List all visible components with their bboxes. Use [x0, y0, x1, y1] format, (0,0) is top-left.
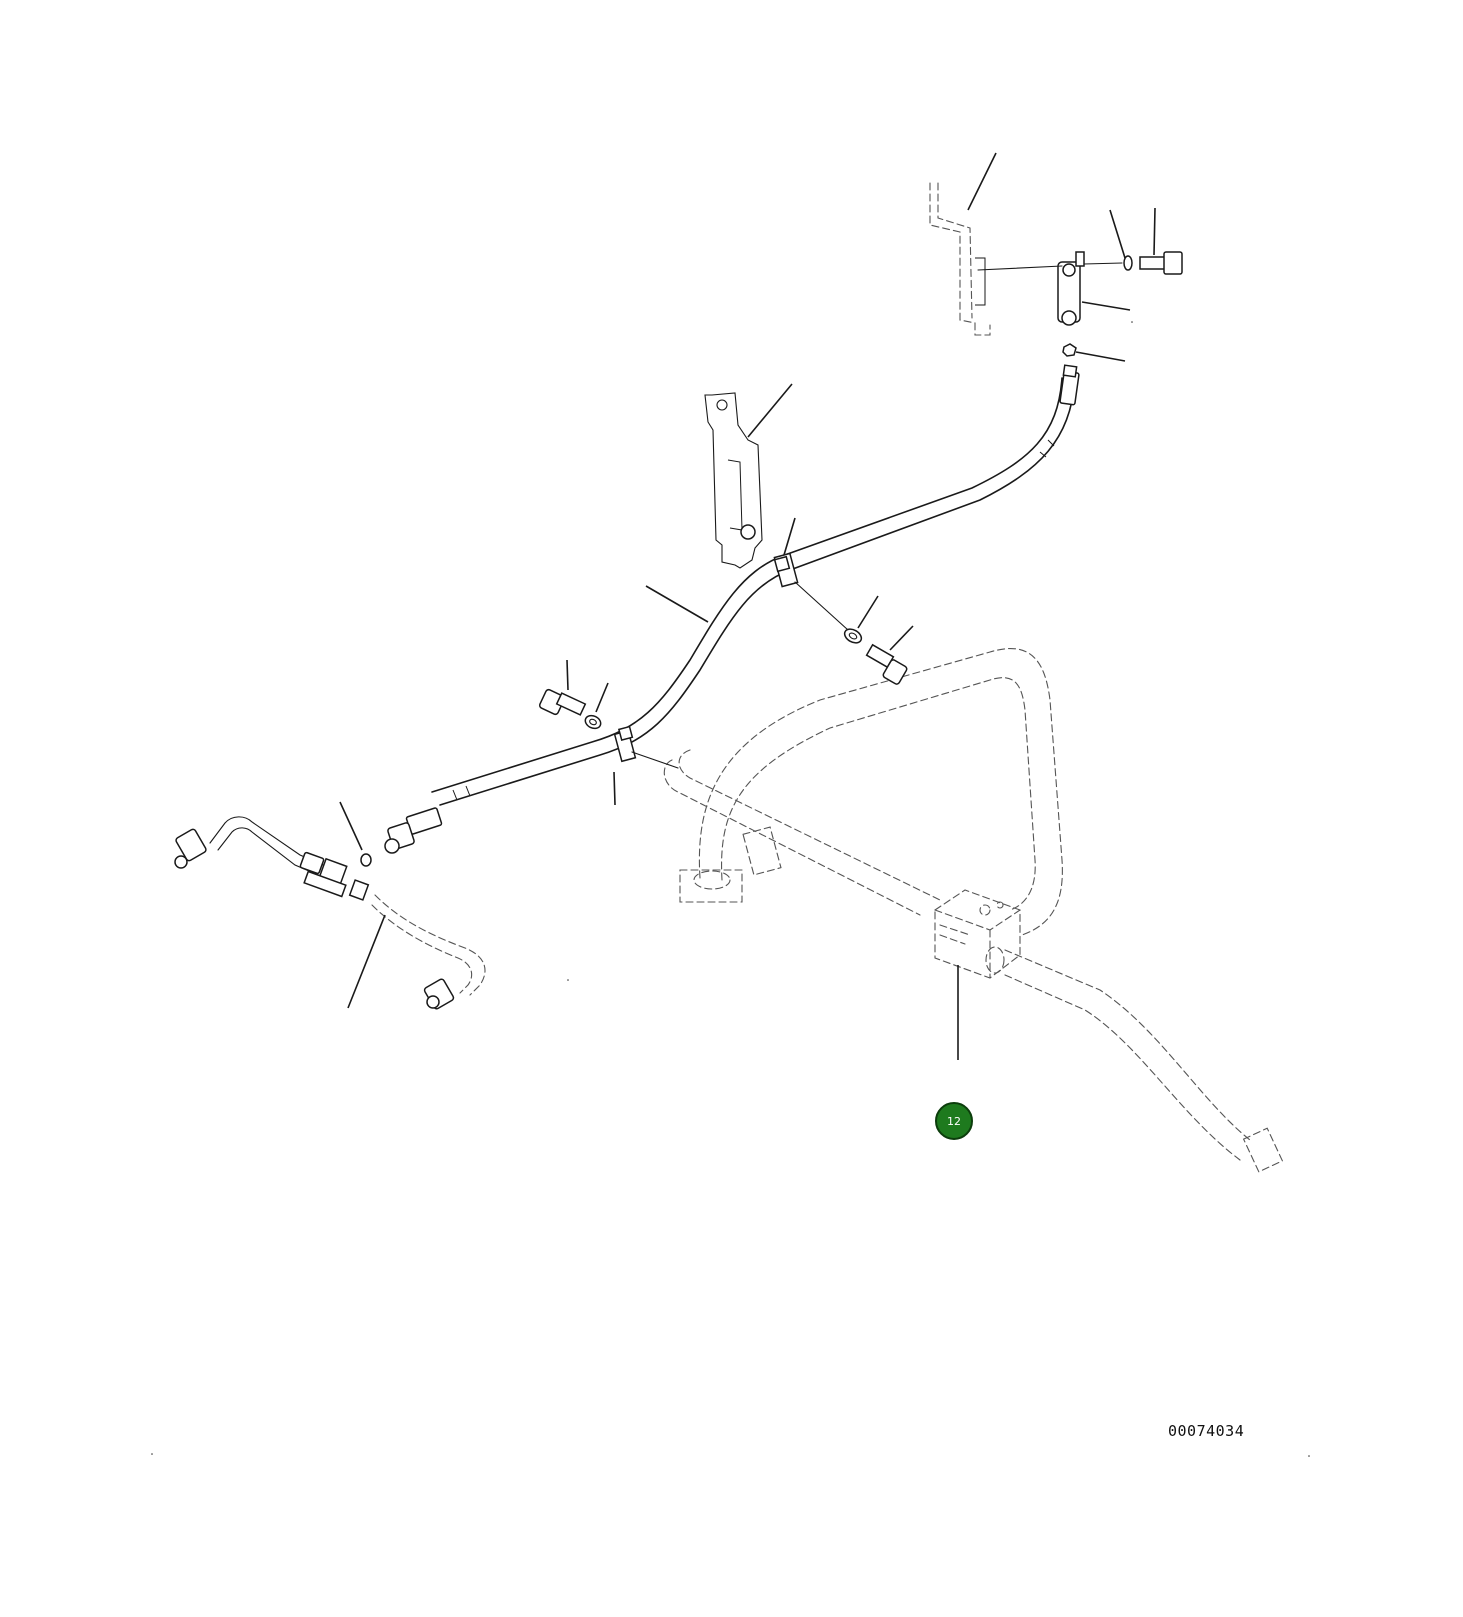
lower-washer — [584, 714, 602, 730]
leader-line — [1081, 301, 1131, 311]
leader-line — [747, 383, 793, 438]
leader-line — [783, 517, 796, 556]
phantom-end-fitting — [1242, 1127, 1284, 1173]
lower-bolt — [538, 688, 587, 716]
upper-assembly-centerline-2 — [1083, 262, 1123, 265]
drawing-number: 00074034 — [1168, 1422, 1245, 1440]
leader-line — [1153, 207, 1156, 256]
leader-line — [1109, 209, 1126, 259]
middle-hose-clamp — [773, 552, 799, 588]
phantom-flange-fitting — [679, 826, 782, 903]
lower-hose-clamp — [613, 725, 637, 763]
upper-assembly-centerline — [977, 265, 1063, 271]
upper-washer — [1123, 255, 1133, 271]
middle-washer — [843, 628, 863, 644]
lower-o-ring — [360, 853, 372, 867]
hose-upper-end-fitting — [1059, 364, 1080, 406]
phantom-pipe-loop — [663, 648, 1251, 1161]
leader-line — [1075, 351, 1126, 362]
middle-bolt — [865, 643, 908, 685]
speck — [567, 979, 569, 981]
leader-line — [613, 771, 616, 806]
speck — [1131, 321, 1133, 323]
speck — [1308, 1455, 1310, 1457]
leader-line — [967, 152, 997, 211]
leader-line — [889, 625, 914, 651]
callout-badge-12[interactable]: 12 — [935, 1102, 973, 1140]
leader-lines — [339, 152, 1156, 1060]
upper-o-ring — [1062, 343, 1077, 357]
leader-line — [595, 682, 609, 713]
leader-line — [347, 914, 386, 1009]
leader-line — [857, 595, 879, 629]
main-hydraulic-hose — [431, 377, 1076, 806]
leader-line — [339, 801, 363, 851]
phantom-valve-block — [934, 889, 1021, 979]
lower-clamp-centerline — [631, 751, 679, 769]
middle-clamp-centerline — [794, 581, 849, 631]
upper-mounting-bracket — [929, 182, 991, 336]
speck — [151, 1453, 153, 1455]
leader-line — [645, 585, 709, 623]
middle-mounting-bracket — [704, 392, 763, 569]
upper-hose-clamp — [1057, 251, 1085, 326]
left-tube-assembly — [174, 816, 486, 1010]
hose-lower-end-fitting — [384, 807, 443, 854]
upper-bolt — [1139, 251, 1183, 275]
leader-line — [566, 659, 569, 691]
